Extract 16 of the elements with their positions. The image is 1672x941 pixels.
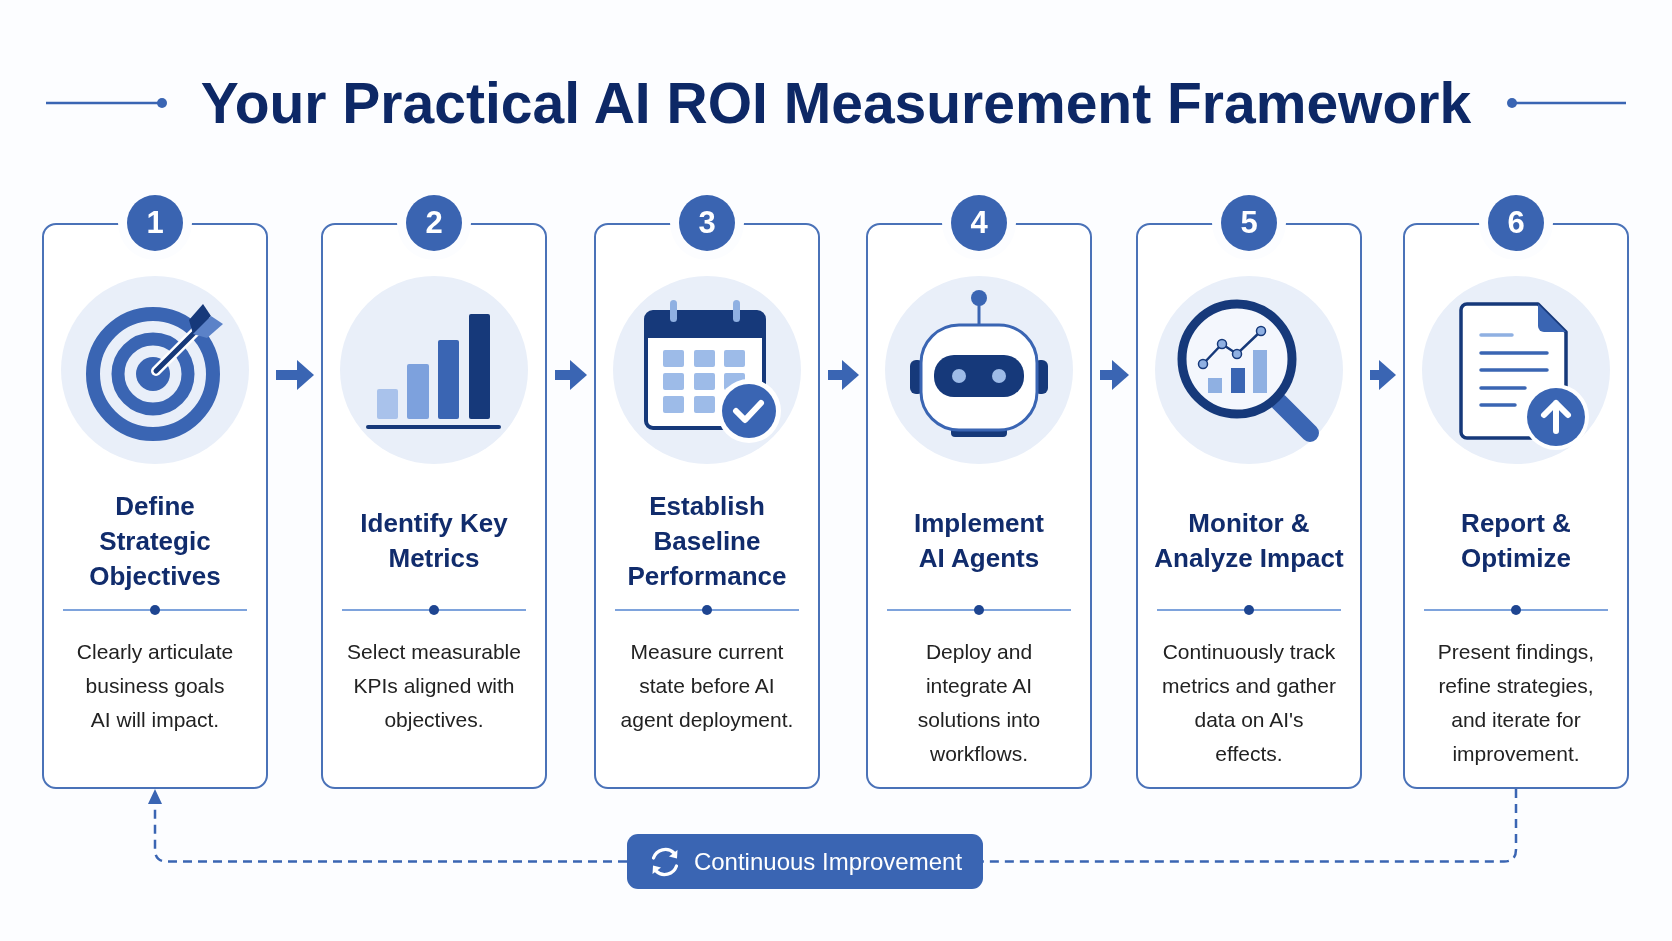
step-description: Select measurable KPIs aligned with objectives. bbox=[346, 639, 522, 733]
step-description: Continuously track metrics and gather data on AI's effects. bbox=[1161, 639, 1337, 767]
title: Your Practical AI ROI Measurement Framework bbox=[200, 70, 1472, 137]
step-title: Establish Baseline Performance bbox=[626, 489, 788, 593]
step-description: Clearly articulate business goals AI will impact. bbox=[75, 639, 235, 733]
step-title: Identify Key Metrics bbox=[359, 507, 509, 575]
step-description: Measure current state before AI agent deployment. bbox=[619, 639, 795, 733]
loop-banner bbox=[627, 834, 983, 889]
step-title: Report & Optimize bbox=[1460, 507, 1572, 575]
banner-text: Continuous Improvement bbox=[693, 846, 963, 877]
step-title: Implement AI Agents bbox=[913, 507, 1045, 575]
step-description: Present findings, refine strategies, and iterate for improvement. bbox=[1436, 639, 1596, 767]
dashed-arrow bbox=[148, 789, 627, 863]
step-title: Define Strategic Objectives bbox=[88, 489, 222, 593]
step-title: Monitor & Analyze Impact bbox=[1153, 507, 1345, 575]
step-description: Deploy and integrate AI solutions into workflows. bbox=[916, 639, 1042, 767]
